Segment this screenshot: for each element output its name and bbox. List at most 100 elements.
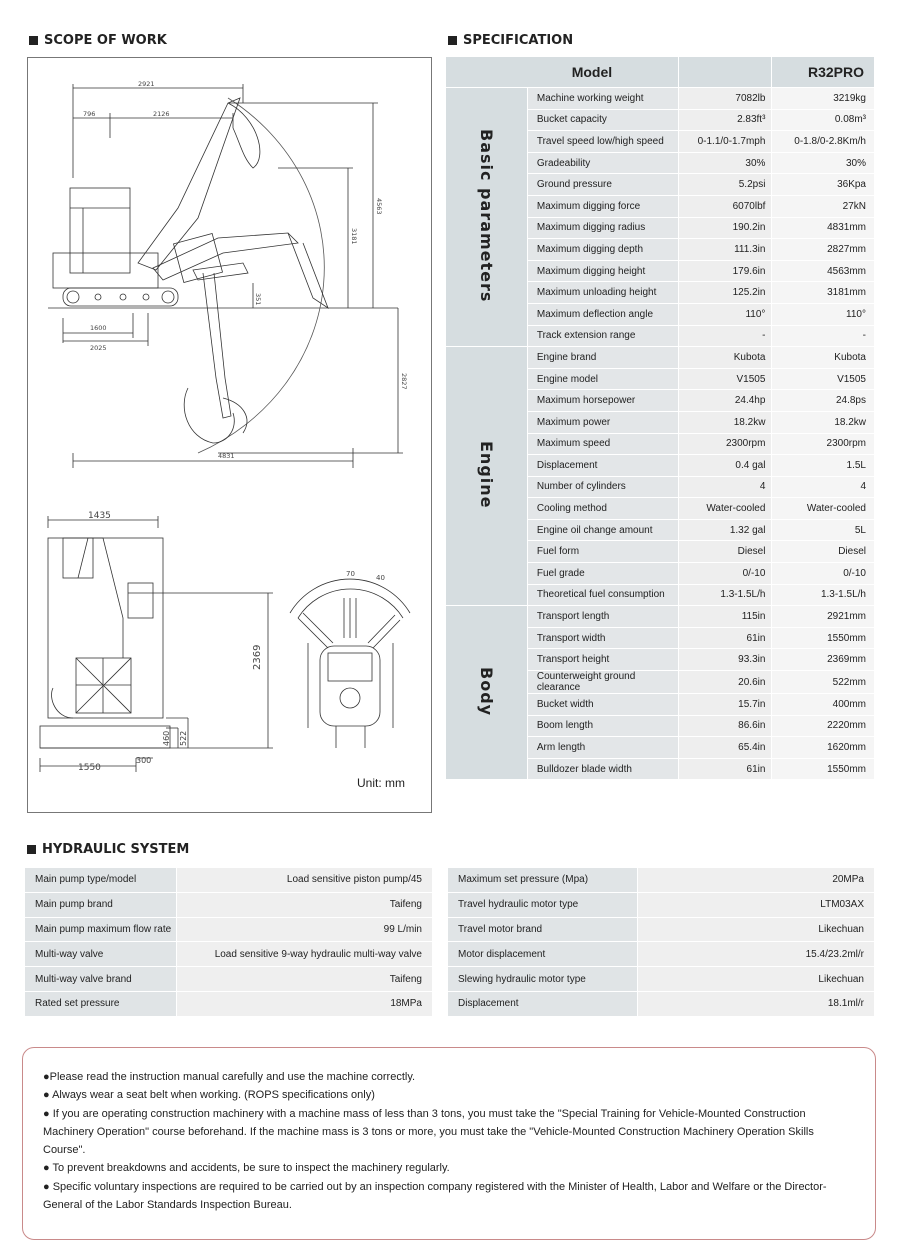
- spec-param-name: Maximum power: [527, 411, 680, 434]
- hydraulic-param-value: 15.4/23.2ml/r: [638, 942, 874, 968]
- spec-value-imperial: 190.2in: [679, 217, 773, 240]
- spec-value-imperial: 30%: [679, 152, 773, 175]
- hydraulic-param-name: Slewing hydraulic motor type: [448, 967, 638, 992]
- spec-param-name: Transport height: [527, 649, 680, 672]
- spec-value-imperial: 61in: [679, 627, 773, 650]
- dim-2126: 2126: [153, 110, 170, 118]
- hydraulic-param-name: Main pump type/model: [25, 868, 177, 893]
- spec-param-name: Maximum digging force: [527, 195, 680, 218]
- spec-header-row: Model R32PRO: [446, 57, 874, 88]
- scope-drawing-box: 2921 796 2126 4563 3181 351 1600 2025 28…: [27, 57, 432, 813]
- spec-value-metric: 4563mm: [772, 260, 874, 283]
- spec-value-metric: 4831mm: [772, 217, 874, 240]
- spec-value-metric: 0-1.8/0-2.8Km/h: [772, 131, 874, 153]
- spec-value-imperial: 18.2kw: [679, 411, 773, 434]
- hydraulic-param-name: Travel motor brand: [448, 917, 638, 943]
- hydraulic-param-value: Likechuan: [638, 967, 874, 992]
- spec-value-metric: 3219kg: [772, 88, 874, 110]
- spec-value-imperial: 110°: [679, 303, 773, 326]
- spec-value-metric: 2921mm: [772, 606, 874, 628]
- spec-param-name: Fuel grade: [527, 563, 680, 585]
- model-name: R32PRO: [772, 57, 874, 88]
- spec-value-imperial: Water-cooled: [679, 498, 773, 520]
- spec-param-name: Gradeability: [527, 152, 680, 175]
- note-item: ● To prevent breakdowns and accidents, b…: [43, 1162, 450, 1175]
- dim-351: 351: [254, 293, 262, 305]
- hydraulic-param-value: 18.1ml/r: [638, 991, 874, 1017]
- spec-value-imperial: 4: [679, 476, 773, 499]
- dim-2921: 2921: [138, 80, 155, 88]
- spec-value-metric: 2369mm: [772, 649, 874, 672]
- spec-param-name: Bucket capacity: [527, 109, 680, 132]
- hydraulic-param-name: Multi-way valve brand: [25, 967, 177, 992]
- hydraulic-param-value: Likechuan: [638, 917, 874, 943]
- spec-group-cell: Body: [446, 606, 528, 781]
- spec-value-imperial: -: [679, 325, 773, 348]
- spec-value-imperial: 0.4 gal: [679, 455, 773, 477]
- spec-value-metric: 3181mm: [772, 282, 874, 304]
- spec-value-imperial: Diesel: [679, 541, 773, 564]
- note-item: ● If you are operating construction mach…: [43, 1107, 814, 1157]
- spec-param-name: Boom length: [527, 715, 680, 738]
- spec-value-metric: 4: [772, 476, 874, 499]
- spec-value-metric: Diesel: [772, 541, 874, 564]
- hydraulic-param-name: Multi-way valve: [25, 942, 177, 968]
- spec-value-imperial: 15.7in: [679, 694, 773, 716]
- hydraulic-param-value: Load sensitive piston pump/45: [177, 868, 432, 893]
- note-item: ● Specific voluntary inspections are req…: [43, 1180, 827, 1212]
- dim-2827: 2827: [400, 373, 408, 390]
- spec-value-imperial: 0-1.1/0-1.7mph: [679, 131, 773, 153]
- note-item: ● Always wear a seat belt when working. …: [43, 1089, 375, 1102]
- angle-40: 40: [376, 574, 385, 582]
- spec-value-imperial: 5.2psi: [679, 174, 773, 196]
- spec-value-imperial: 0/-10: [679, 563, 773, 585]
- spec-param-name: Travel speed low/high speed: [527, 131, 680, 153]
- hydraulic-param-value: Taifeng: [177, 892, 432, 918]
- model-label: Model: [446, 57, 680, 88]
- hydraulic-param-name: Travel hydraulic motor type: [448, 892, 638, 918]
- hydraulic-param-name: Main pump brand: [25, 892, 177, 918]
- spec-group-name: Body: [476, 666, 496, 716]
- spec-param-name: Engine model: [527, 368, 680, 391]
- spec-value-imperial: 2.83ft³: [679, 109, 773, 132]
- spec-value-metric: 0.08m³: [772, 109, 874, 132]
- spec-value-metric: 400mm: [772, 694, 874, 716]
- spec-param-name: Maximum deflection angle: [527, 303, 680, 326]
- spec-value-imperial: 20.6in: [679, 671, 773, 695]
- spec-value-metric: 24.8ps: [772, 390, 874, 412]
- spec-value-metric: 30%: [772, 152, 874, 175]
- spec-value-metric: 522mm: [772, 671, 874, 695]
- hydraulic-param-value: Load sensitive 9-way hydraulic multi-way…: [177, 942, 432, 968]
- spec-param-name: Fuel form: [527, 541, 680, 564]
- spec-param-name: Theoretical fuel consumption: [527, 584, 680, 607]
- spec-param-name: Maximum horsepower: [527, 390, 680, 412]
- angle-70: 70: [346, 570, 355, 578]
- spec-param-name: Arm length: [527, 737, 680, 759]
- spec-value-metric: 5L: [772, 519, 874, 542]
- unit-label: Unit: mm: [357, 776, 405, 790]
- spec-value-metric: 1.5L: [772, 455, 874, 477]
- spec-value-metric: V1505: [772, 368, 874, 391]
- dim-3161: 3181: [350, 228, 358, 245]
- spec-param-name: Transport width: [527, 627, 680, 650]
- spec-param-name: Bucket width: [527, 694, 680, 716]
- spec-value-imperial: 6070lbf: [679, 195, 773, 218]
- spec-param-name: Engine oil change amount: [527, 519, 680, 542]
